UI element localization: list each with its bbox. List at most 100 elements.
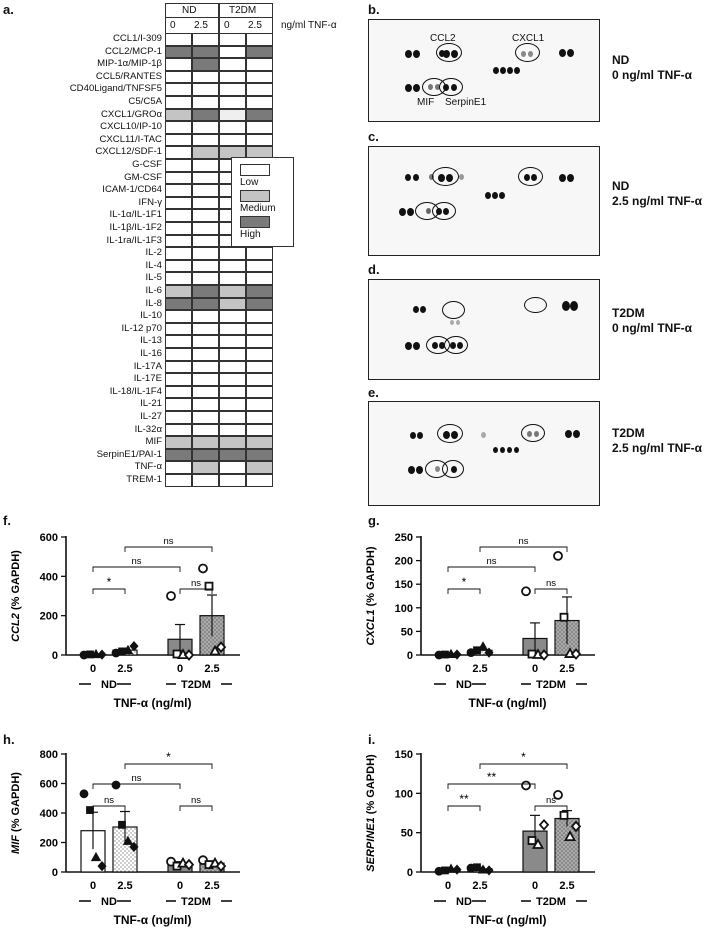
header-nd: ND xyxy=(182,5,197,16)
data-point xyxy=(570,820,582,833)
legend-swatch-medium xyxy=(240,190,270,202)
level-cell xyxy=(219,360,246,374)
level-cell xyxy=(165,83,192,96)
t2dm-header-box xyxy=(219,3,273,33)
cytokine-name: CCL5/RANTES xyxy=(95,70,162,82)
significance-label: ns xyxy=(518,536,528,547)
cytokine-row: IL-32α xyxy=(0,423,273,437)
cytokine-name: IL-5 xyxy=(145,272,162,284)
data-point xyxy=(198,563,208,574)
data-point xyxy=(553,790,563,800)
x-tick-label: 0 xyxy=(532,663,538,675)
cytokine-row: MIP-1α/MIP-1β xyxy=(0,58,273,71)
level-cell xyxy=(246,436,273,449)
y-tick-label: 50 xyxy=(401,626,413,638)
cytokine-name: IL-27 xyxy=(140,411,162,422)
data-point xyxy=(122,644,134,654)
cytokine-row: SerpinE1/PAI-1 xyxy=(0,448,273,462)
header-col3: 2.5 xyxy=(248,20,262,31)
cytokine-name: IL-6 xyxy=(145,285,162,296)
level-cell xyxy=(246,348,273,361)
level-cell xyxy=(165,171,192,185)
level-cell xyxy=(192,184,219,197)
cytokine-name: IL-13 xyxy=(140,335,162,347)
significance-bracket xyxy=(92,566,181,572)
level-cell xyxy=(165,96,192,109)
cytokine-name: TREM-1 xyxy=(126,474,162,485)
y-axis-unit: (% GAPDH) xyxy=(10,772,22,835)
group-label-t2dm: T2DM xyxy=(536,896,566,908)
cytokine-row: TNF-α xyxy=(0,461,273,474)
ring-serpine1-d xyxy=(444,336,468,354)
cytokine-name: CXCL1/GROα xyxy=(101,108,162,120)
cytokine-row: CXCL1/GROα xyxy=(0,108,273,122)
panel-label-b: b. xyxy=(368,2,380,17)
significance-bracket xyxy=(92,588,126,594)
significance-bracket xyxy=(124,763,213,769)
level-cell xyxy=(192,247,219,260)
data-point xyxy=(166,591,176,601)
x-tick-label: 0 xyxy=(90,880,96,892)
level-cell xyxy=(165,322,192,336)
y-axis-label: CCL2 (% GAPDH) xyxy=(10,550,22,642)
y-tick-label: 100 xyxy=(395,603,413,615)
x-axis-label: TNF-α (ng/ml) xyxy=(113,696,191,710)
significance-bracket xyxy=(534,588,568,594)
y-axis-gene: MIF xyxy=(10,835,22,854)
x-tick-label: 2.5 xyxy=(204,880,219,892)
level-cell xyxy=(192,285,219,298)
cytokine-name: CXCL12/SDF-1 xyxy=(95,146,162,158)
level-cell xyxy=(246,33,273,46)
level-cell xyxy=(192,58,219,71)
y-tick-label: 100 xyxy=(395,788,413,800)
y-axis-label: SERPINE1 (% GAPDH) xyxy=(365,754,377,872)
data-point xyxy=(484,647,494,658)
significance-label: ns xyxy=(486,556,496,567)
blot-image-nd-25 xyxy=(368,146,600,256)
significance-bracket xyxy=(124,546,213,552)
data-point xyxy=(183,858,195,871)
blot-e-condition: T2DM 2.5 ng/ml TNF-α xyxy=(612,426,702,456)
cytokine-name: MIF xyxy=(145,436,162,448)
data-point xyxy=(215,860,227,872)
panel-label-f: f. xyxy=(3,513,11,528)
level-cell xyxy=(246,310,273,323)
level-cell xyxy=(192,373,219,386)
level-cell xyxy=(192,196,219,210)
significance-label: ns xyxy=(131,773,141,784)
legend-label-low: Low xyxy=(240,177,259,188)
x-axis-label: TNF-α (ng/ml) xyxy=(113,913,191,927)
level-cell xyxy=(219,322,246,336)
level-cell xyxy=(165,398,192,411)
data-point xyxy=(129,841,139,853)
level-cell xyxy=(165,45,192,59)
group-label-nd: ND xyxy=(101,679,117,691)
level-cell xyxy=(246,247,273,260)
data-point xyxy=(111,780,121,790)
label-ccl2: CCL2 xyxy=(430,33,456,44)
panel-label-a: a. xyxy=(3,2,14,17)
level-cell xyxy=(246,133,273,147)
y-tick-label: 150 xyxy=(395,749,413,761)
cytokine-row: IL-10 xyxy=(0,310,273,323)
level-legend: Low Medium High xyxy=(231,157,294,247)
panel-label-e: e. xyxy=(368,385,379,400)
significance-label: ns xyxy=(191,795,201,806)
ring-ccl2-e xyxy=(437,424,463,443)
level-cell xyxy=(165,70,192,84)
cytokine-row: IL-8 xyxy=(0,297,273,311)
y-axis-label: CXCL1 (% GAPDH) xyxy=(365,546,377,645)
data-point xyxy=(570,648,582,660)
level-cell xyxy=(165,385,192,399)
significance-bracket xyxy=(92,805,126,811)
legend-label-high: High xyxy=(240,229,261,240)
blot-d-group: T2DM xyxy=(612,306,645,320)
level-cell xyxy=(246,58,273,71)
level-cell xyxy=(246,360,273,374)
cytokine-row: CXCL11/I-TAC xyxy=(0,133,273,147)
data-point xyxy=(538,818,550,831)
level-cell xyxy=(165,159,192,172)
data-point xyxy=(79,789,89,799)
level-cell xyxy=(192,209,219,222)
ring-serpine1-e xyxy=(442,460,464,478)
